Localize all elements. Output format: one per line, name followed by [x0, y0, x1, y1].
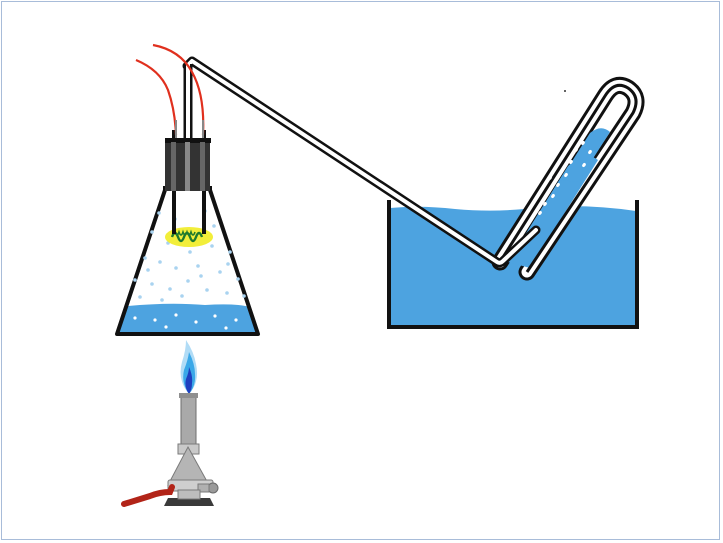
flask-bubbles [133, 209, 246, 302]
gas-bubbles [538, 140, 592, 216]
erlenmeyer-flask [115, 186, 260, 336]
bunsen-burner [121, 340, 219, 507]
heating-coil [165, 227, 213, 247]
rubber-stopper [165, 138, 211, 191]
trough-walls [387, 200, 639, 329]
gas-hose [121, 484, 175, 507]
burner-flame [180, 340, 198, 394]
trough-water [390, 206, 636, 326]
flask-liquid [117, 303, 258, 334]
stray-mark [564, 90, 566, 92]
